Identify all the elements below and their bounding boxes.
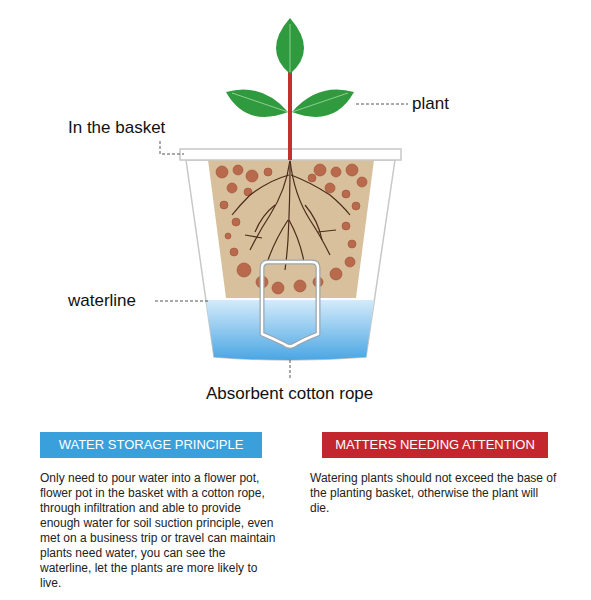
leader-lines (155, 104, 408, 380)
waterline-label: waterline (68, 291, 136, 311)
basket-soil (208, 160, 374, 298)
leaves (226, 18, 354, 117)
soil-ball (220, 201, 228, 209)
soil-ball (264, 168, 272, 176)
soil-ball (227, 183, 237, 193)
plant-label: plant (412, 94, 449, 114)
soil-ball (308, 174, 316, 182)
soil-ball (331, 167, 341, 177)
soil-ball (345, 257, 355, 267)
stem (288, 72, 292, 160)
soil-ball (314, 164, 326, 176)
heading-banner: WATER STORAGE PRINCIPLE (40, 432, 262, 458)
soil-ball (352, 202, 360, 210)
soil-ball (325, 183, 335, 193)
soil-ball (232, 218, 240, 226)
pot-body (186, 160, 395, 360)
soil-ball (342, 190, 350, 198)
water (206, 300, 374, 360)
soil-ball (230, 248, 238, 256)
basket-label: In the basket (68, 118, 165, 138)
principle-panel: WATER STORAGE PRINCIPLE Only need to pour… (36, 432, 280, 591)
soil-ball (348, 240, 356, 248)
soil-balls (216, 164, 367, 294)
soil-ball (346, 164, 358, 176)
body-text: Watering plants should not exceed the ba… (306, 471, 562, 516)
soil-ball (272, 282, 284, 294)
heading-banner: MATTERS NEEDING ATTENTION (322, 432, 548, 458)
roots (232, 160, 350, 270)
soil-ball (237, 263, 251, 277)
soil-ball (357, 177, 367, 187)
soil-ball (330, 268, 342, 280)
rope-label: Absorbent cotton rope (206, 384, 373, 404)
soil-ball (233, 165, 243, 175)
body-text: Only need to pour water into a flower po… (36, 471, 280, 591)
attention-panel: MATTERS NEEDING ATTENTION Watering plants… (306, 432, 562, 516)
soil-ball (246, 170, 258, 182)
soil-ball (225, 233, 231, 239)
soil-ball (294, 280, 306, 292)
soil-ball (342, 222, 350, 230)
cotton-rope (262, 262, 318, 347)
soil-ball (216, 166, 228, 178)
